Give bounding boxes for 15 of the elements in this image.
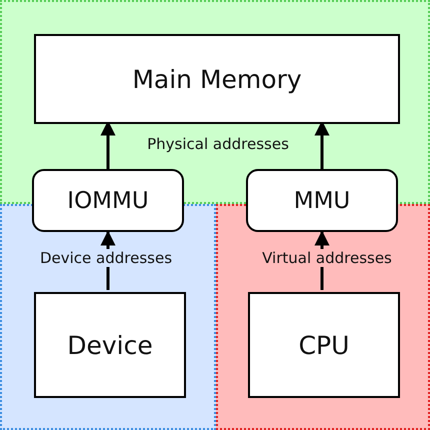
region-label: Device addresses [38,249,174,267]
box-label: MMU [294,188,350,214]
region-label: Physical addresses [146,135,290,153]
arrow [314,230,330,290]
unit-box [246,169,398,232]
box-label: IOMMU [67,188,149,214]
box-label: Main Memory [132,64,302,94]
box-label: Device [67,330,153,360]
component-box [34,34,400,124]
component-box [248,292,400,398]
box-label: CPU [298,330,350,360]
arrow [100,230,116,290]
region-label: Virtual addresses [261,249,393,267]
unit-box [32,169,184,232]
component-box [34,292,186,398]
